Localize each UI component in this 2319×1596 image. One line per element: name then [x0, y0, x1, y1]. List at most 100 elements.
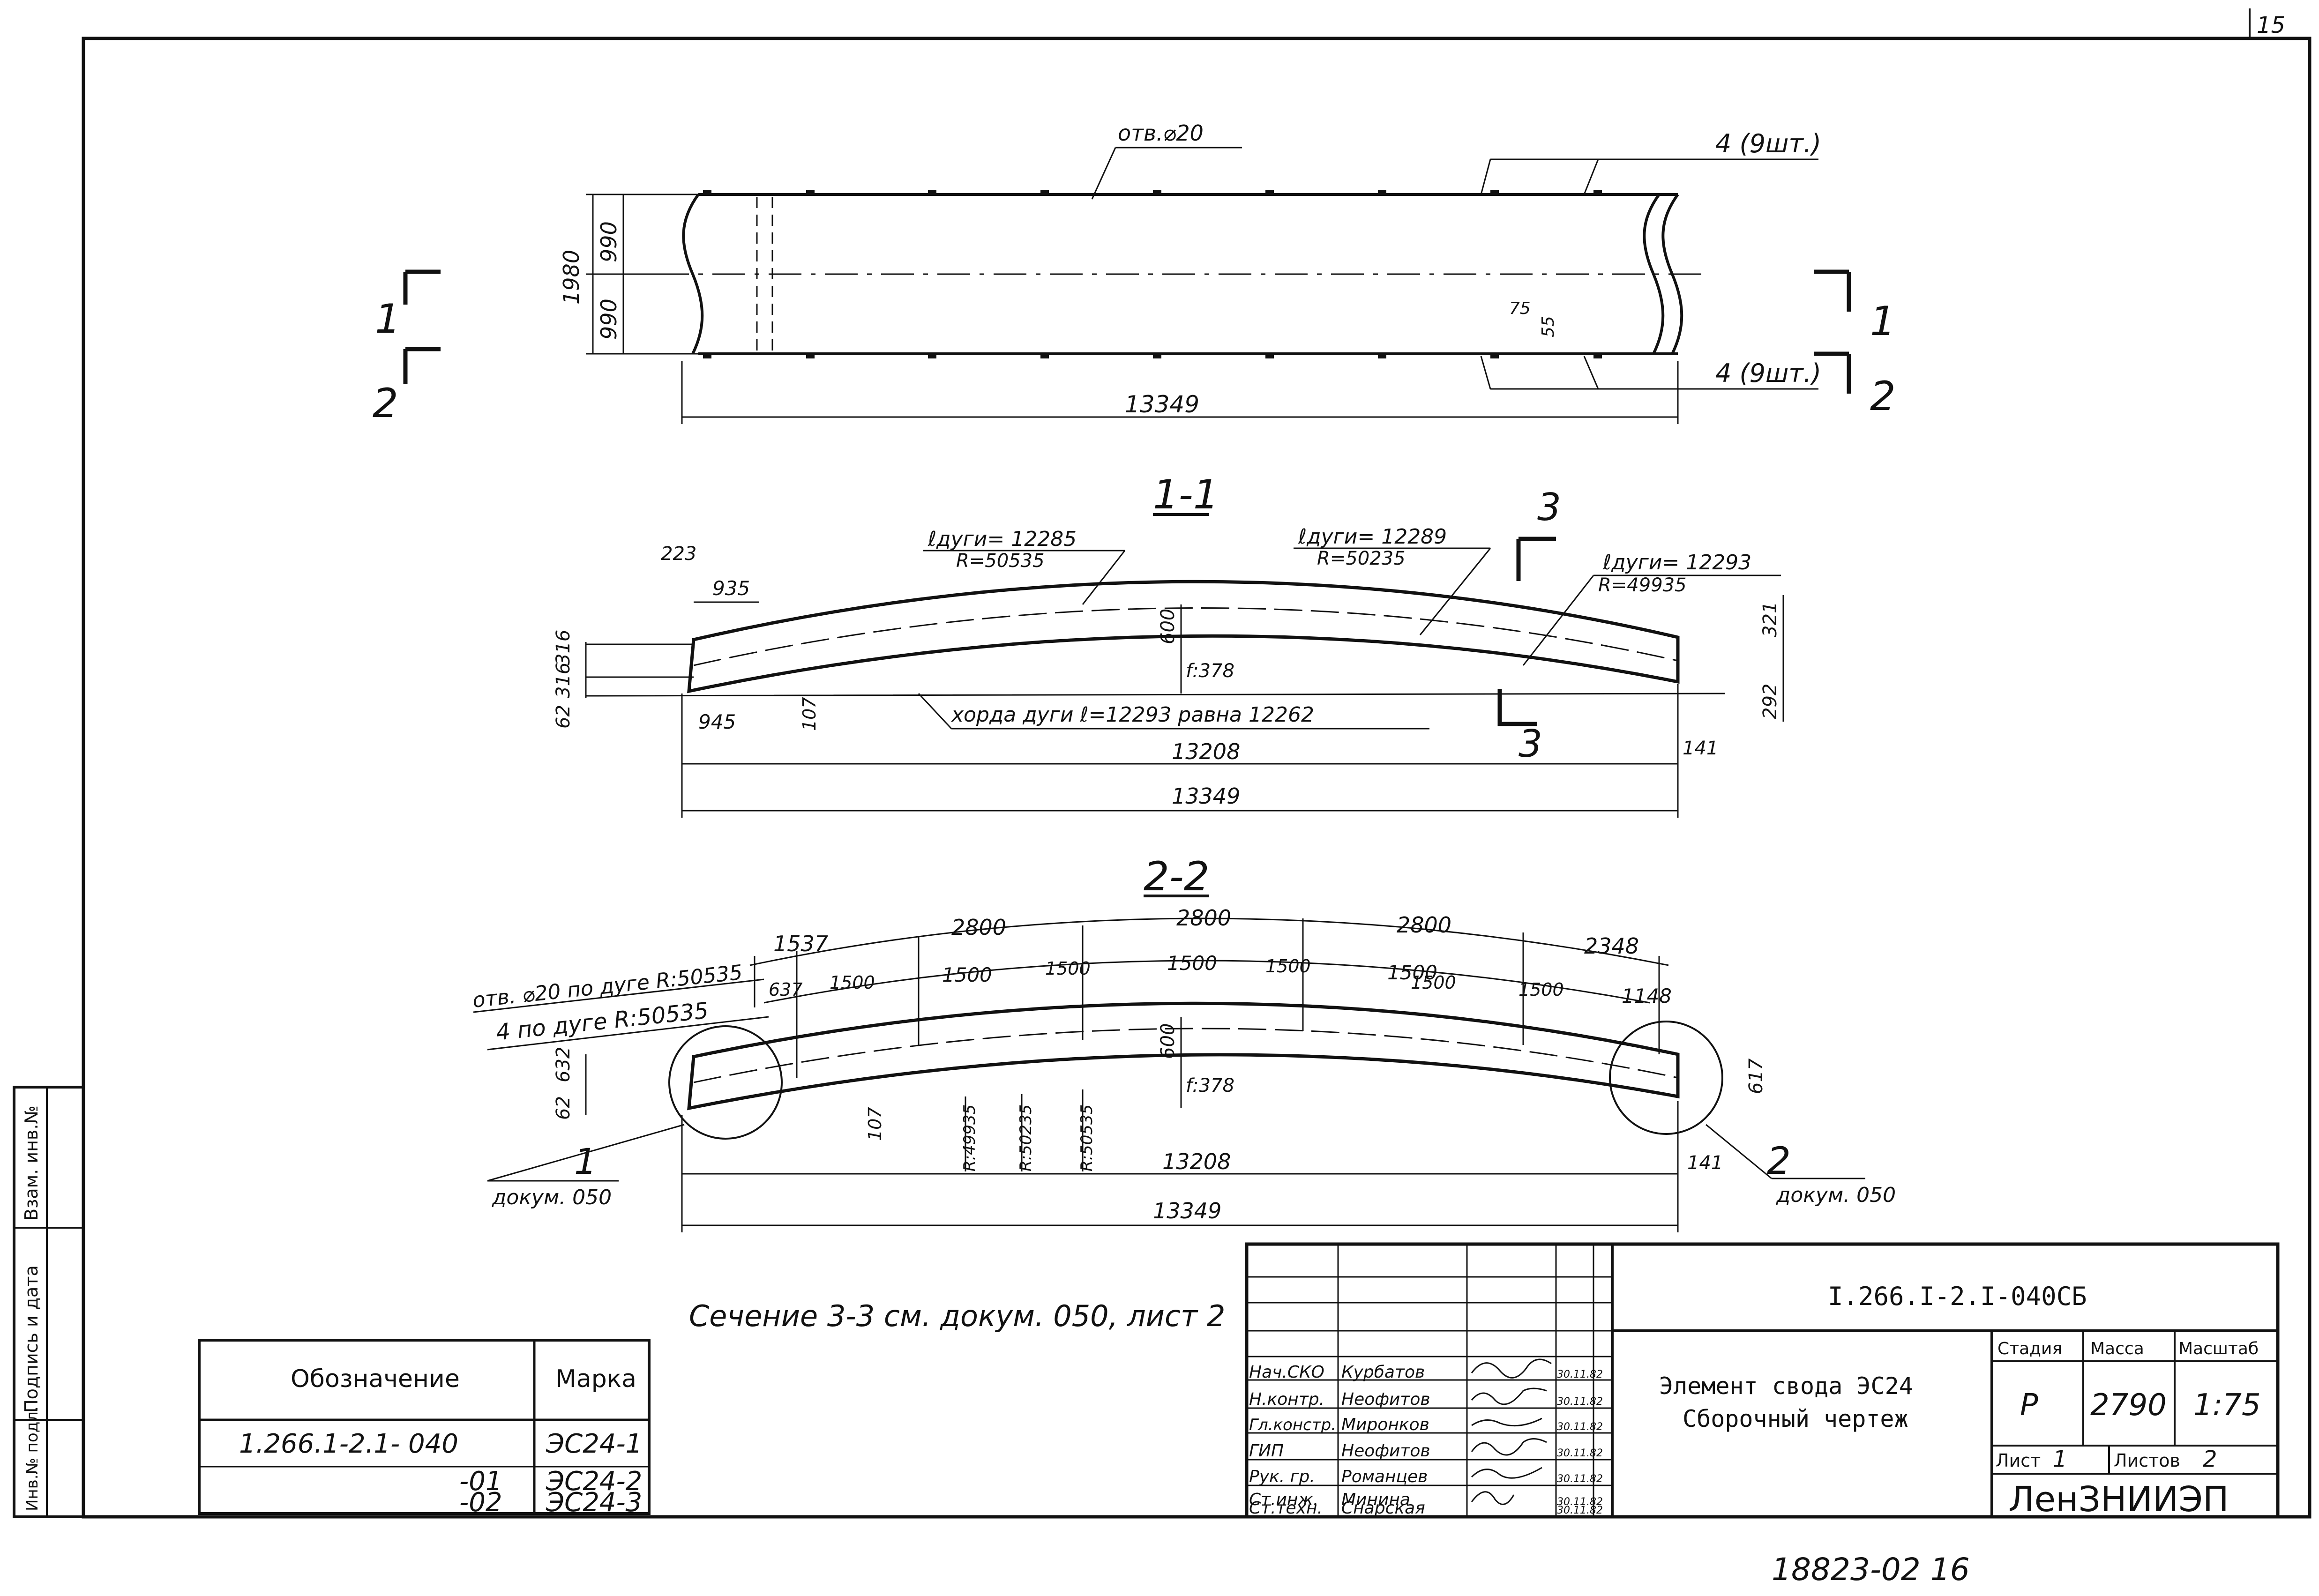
section-1-1-dim-321: 321	[1759, 602, 1781, 637]
section-1-1-dim-62: 62	[553, 705, 574, 729]
plan-top-callout: 4 (9шт.)	[1715, 129, 1821, 158]
section-1-1-dim-141: 141	[1683, 738, 1718, 759]
section-2-2-dim-141: 141	[1687, 1152, 1723, 1174]
people-date-7: 30.11.82	[1557, 1505, 1603, 1516]
people-name-5: Романцев	[1341, 1467, 1428, 1486]
section-1-1-dim-316a: 316	[553, 630, 574, 665]
section-2-2-r-2: R:50235	[1017, 1104, 1035, 1171]
plan-bottom-callout-leader	[1480, 356, 1491, 389]
plan-dim-990-bottom: 990	[596, 298, 621, 340]
section-1-1-r-3: R=49935	[1598, 574, 1687, 596]
side-stamp-frame	[13, 1086, 85, 1518]
section-2-2-top-seg-4: 2800	[1397, 912, 1451, 938]
section-3-3-note: Сечение 3-3 см. докум. 050, лист 2	[689, 1299, 1225, 1333]
plan-dim-990-top: 990	[596, 221, 621, 262]
side-stamp: Взам. инв.№ Подпись и дата Инв.№ подл.	[13, 1086, 85, 1518]
section-2-2-ticks	[754, 918, 1660, 1078]
title-block-title-line-2: Сборочный чертеж	[1683, 1405, 1908, 1432]
page-number: 15	[2257, 12, 2285, 38]
stage-value: Р	[2020, 1388, 2038, 1423]
sheets-value: 2	[2203, 1446, 2217, 1472]
people-name-3: Миронков	[1341, 1415, 1429, 1434]
section-1-1-dim-13208: 13208	[1172, 739, 1240, 764]
section-1-1-title: 1-1	[1153, 471, 1219, 518]
section-1-1-arch	[687, 580, 1680, 694]
section-2-2: 2-2 отв. ⌀20 по дуге R:50535 4 по дуге R…	[471, 853, 1896, 1232]
section-2-2-bottom-seg-2: 1500	[830, 972, 875, 993]
cut-mark-2-right	[1814, 351, 1851, 394]
mass-header: Масса	[2090, 1339, 2144, 1358]
title-block-doc-code: I.266.I-2.I-040СБ	[1828, 1282, 2087, 1311]
section-1-1-dim-292: 292	[1759, 684, 1781, 719]
section-2-2-bottom-seg-1: 637	[769, 979, 803, 1000]
marks-table-row-3-designation: -02	[459, 1487, 502, 1518]
section-1-1-r-2: R=50235	[1317, 548, 1406, 569]
sheet-label: Лист	[1996, 1450, 2041, 1471]
section-2-2-dim-f: f:378	[1186, 1075, 1234, 1096]
section-1-1-dim-935: 935	[712, 577, 750, 600]
plan-top-callout-leader	[1583, 159, 1599, 195]
section-2-2-node-1-leader	[487, 1124, 685, 1182]
section-2-2-bottom-dim-arc	[763, 960, 1650, 1004]
marks-table-row-1-designation: 1.266.1-2.1- 040	[239, 1429, 458, 1459]
people-role-6: Ст.инж.	[1249, 1490, 1318, 1509]
section-2-2-bottom-seg-3: 1500	[942, 963, 992, 986]
section-1-1-arc-1: ℓдуги= 12285	[928, 527, 1077, 551]
section-2-2-node-1: 1	[574, 1141, 597, 1182]
section-1-1-cut-3-top-label: 3	[1537, 485, 1561, 529]
section-1-1-dim-107: 107	[799, 697, 820, 731]
people-name-1: Курбатов	[1341, 1363, 1425, 1382]
section-2-2-bottom-seg-7: 1500	[1387, 961, 1437, 984]
stage-grid	[1992, 1331, 2278, 1475]
section-1-1-r-1: R=50535	[956, 550, 1045, 572]
side-stamp-vzam-inv: Взам. инв.№	[21, 1105, 42, 1221]
plan-dim-13349: 13349	[1125, 391, 1199, 418]
marks-table-frame	[198, 1339, 651, 1515]
people-date-4: 30.11.82	[1557, 1447, 1603, 1459]
section-2-2-node-2-doc: докум. 050	[1776, 1183, 1896, 1207]
signature-grid	[1247, 1244, 1612, 1517]
section-1-1-dim-316b: 316	[553, 663, 574, 698]
section-1-1-arc-3-leader	[1522, 575, 1594, 666]
section-1-1-arc-2-leader	[1419, 548, 1491, 635]
people-name-2: Неофитов	[1341, 1390, 1430, 1409]
plan-hole-leader	[1091, 147, 1116, 200]
people-date-5: 30.11.82	[1557, 1473, 1603, 1485]
section-1-1-cut-3-bottom	[1497, 689, 1537, 726]
plan-top-callout-leader	[1480, 159, 1491, 195]
section-2-2-node-1-circle	[668, 1025, 783, 1140]
section-2-2-r-1: R:49935	[960, 1104, 979, 1171]
people-date-1: 30.11.82	[1557, 1369, 1603, 1380]
section-2-2-dim-13349: 13349	[1153, 1198, 1221, 1223]
org-name: ЛенЗНИИЭП	[2008, 1479, 2229, 1520]
cut-label-2-right: 2	[1870, 373, 1896, 420]
section-2-2-inner-line	[693, 1028, 1678, 1083]
section-2-2-pos4-leader	[487, 1016, 769, 1051]
section-2-2-dim-107: 107	[865, 1107, 885, 1141]
people-date-6: 30.11.82	[1557, 1496, 1603, 1508]
people-name-7: Снарская	[1341, 1499, 1425, 1518]
section-2-2-bottom-seg-10: 1148	[1622, 984, 1672, 1007]
people-role-2: Н.контр.	[1249, 1390, 1324, 1409]
plan-hole-label: отв.⌀20	[1118, 120, 1204, 146]
people-role-4: ГИП	[1249, 1441, 1284, 1461]
plan-dim-75: 75	[1509, 299, 1531, 318]
marks-table-header-mark: Марка	[555, 1365, 636, 1393]
side-stamp-signature-date: Подпись и дата	[21, 1265, 42, 1413]
section-2-2-bottom-seg-8: 1500	[1411, 972, 1456, 993]
section-2-2-title: 2-2	[1144, 853, 1209, 900]
people-name-4: Неофитов	[1341, 1441, 1430, 1461]
section-1-1-dim-600: 600	[1157, 609, 1179, 644]
section-2-2-holes-leader	[473, 978, 764, 1013]
section-2-2-node-2: 2	[1767, 1139, 1791, 1183]
section-1-1: 1-1 316 316 62 223 935 945 107 600 f:378…	[553, 471, 1784, 818]
section-1-1-dim-945: 945	[698, 710, 736, 733]
section-2-2-top-seg-5: 2348	[1584, 933, 1639, 959]
scale-value: 1:75	[2193, 1388, 2261, 1423]
section-2-2-top-dim-arc	[749, 917, 1669, 966]
section-2-2-top-seg-1: 1537	[773, 931, 828, 956]
stage-header: Стадия	[1997, 1339, 2062, 1358]
people-date-2: 30.11.82	[1557, 1396, 1603, 1408]
plan-dim-1980: 1980	[559, 250, 584, 305]
section-1-1-arc-1-leader	[1082, 550, 1126, 605]
